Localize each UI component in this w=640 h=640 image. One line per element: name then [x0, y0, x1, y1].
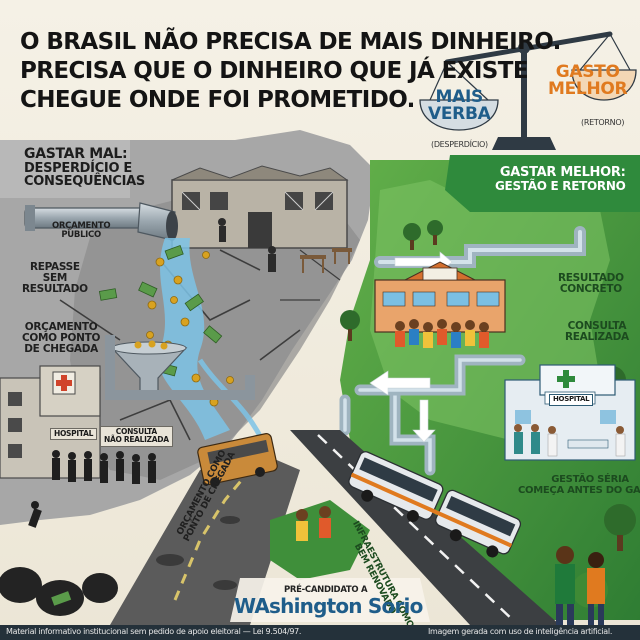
label-resultado-line-2: CONCRETO	[559, 283, 622, 296]
consulta-sign-line-2: NÃO REALIZADA	[104, 435, 169, 445]
left-panel-title: GASTAR MAL: DESPERDÍCIO E CONSEQUÊNCIAS	[24, 147, 145, 189]
label-repasse-line-1: REPASSE	[29, 261, 80, 273]
headline-line-2: PRECISA QUE O DINHEIRO QUE JÁ EXISTE	[20, 58, 529, 84]
walking-people	[555, 546, 605, 625]
label-ponto-line-1: ORÇAMENTO	[24, 321, 98, 333]
label-resultado-line-1: RESULTADO	[558, 272, 624, 284]
candidate-name-rest: shington Sorio	[269, 594, 423, 618]
label-gestao-line-1: GESTÃO SÉRIA	[551, 474, 629, 485]
footer-bar: Material informativo institucional sem p…	[0, 625, 640, 640]
old-bus-icon	[197, 433, 278, 487]
right-panel-title: GASTAR MELHOR: GESTÃO E RETORNO	[495, 166, 626, 192]
ruined-school	[171, 165, 352, 273]
consulta-sign-line-1: CONSULTA	[115, 427, 157, 436]
label-gestao-seria: GESTÃO SÉRIA COMEÇA ANTES DO GASTO	[518, 474, 640, 496]
footer-ai-disclaimer: Imagem gerada com uso de inteligência ar…	[428, 627, 613, 636]
label-orcamento-ponto-chegada: ORÇAMENTO COMO PONTO DE CHEGADA	[22, 321, 101, 356]
left-title-line-3: CONSEQUÊNCIAS	[24, 174, 145, 190]
scale-right-word-2: MELHOR	[548, 79, 628, 99]
scale-left-label: MAIS VERBA	[428, 87, 491, 124]
headline: O BRASIL NÃO PRECISA DE MAIS DINHEIRO. P…	[20, 28, 561, 115]
label-consulta-realizada: CONSULTA REALIZADA	[565, 320, 629, 344]
label-orcamento-line-1: ORÇAMENTO	[52, 221, 111, 231]
bus-icon	[348, 451, 522, 558]
label-resultado-concreto: RESULTADO CONCRETO	[558, 272, 624, 296]
label-consulta-line-2: REALIZADA	[565, 331, 629, 344]
left-hospital-sign: HOSPITAL	[50, 428, 98, 441]
funnel-icon	[110, 340, 188, 396]
label-ponto-line-3: DE CHEGADA	[24, 343, 98, 356]
left-pipe	[24, 202, 178, 241]
scale-right-word-1: GASTO	[555, 62, 620, 82]
label-gestao-line-2: COMEÇA ANTES DO GASTO	[518, 484, 640, 496]
new-hospital	[504, 364, 636, 461]
flow-arrows	[369, 251, 453, 443]
scale-right-label: GASTO MELHOR	[548, 62, 628, 99]
scale-right-sub: (RETORNO)	[581, 118, 625, 127]
label-orcamento-publico: ORÇAMENTO PÚBLICO	[52, 221, 111, 240]
label-consulta-line-1: CONSULTA	[567, 320, 627, 332]
right-hospital-sign: HOSPITAL	[549, 394, 594, 406]
green-patch-people	[270, 500, 370, 580]
left-hospital	[0, 365, 101, 479]
footer-legal-text: Material informativo institucional sem p…	[6, 627, 302, 636]
left-title-band	[0, 140, 130, 198]
left-title-line-1: GASTAR MAL:	[24, 146, 128, 162]
right-title-line-1: GASTAR MELHOR:	[499, 165, 626, 180]
label-orcamento-line-2: PÚBLICO	[61, 229, 101, 240]
label-repasse-sem-resultado: REPASSE SEM RESULTADO	[22, 261, 88, 296]
left-title-line-2: DESPERDÍCIO E	[24, 160, 133, 176]
candidate-pre-label: PRÉ-CANDIDATO A	[284, 585, 368, 595]
candidate-name-initials: WA	[234, 594, 270, 618]
balance-scale-icon	[419, 31, 637, 150]
waiting-queue	[28, 450, 156, 528]
candidate-name: WAshington Sorio	[234, 596, 423, 617]
consulta-nao-realizada-sign: CONSULTA NÃO REALIZADA	[100, 426, 173, 447]
right-title-line-2: GESTÃO E RETORNO	[495, 178, 626, 193]
candidate-ribbon	[230, 578, 430, 622]
scale-left-word-1: MAIS	[435, 87, 484, 107]
label-repasse-line-3: RESULTADO	[22, 283, 88, 296]
label-ponto-line-2: COMO PONTO	[22, 332, 101, 345]
headline-line-3: CHEGUE ONDE FOI PROMETIDO.	[20, 87, 415, 113]
label-repasse-line-2: SEM	[42, 272, 68, 285]
new-school	[374, 261, 506, 348]
headline-line-1: O BRASIL NÃO PRECISA DE MAIS DINHEIRO.	[20, 29, 561, 55]
right-title-band	[445, 155, 640, 212]
scale-left-sub: (DESPERDÍCIO)	[431, 140, 488, 149]
scale-left-word-2: VERBA	[428, 104, 491, 124]
